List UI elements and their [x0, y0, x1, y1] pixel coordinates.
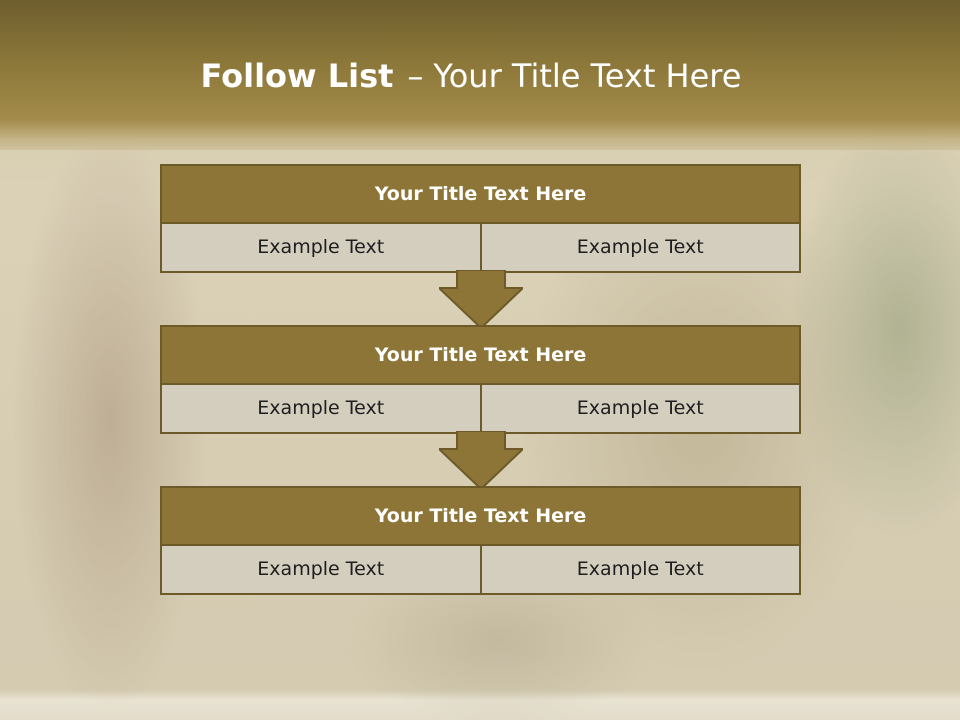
- slide-title-rest: Your Title Text Here: [433, 57, 742, 95]
- step-cells: Example Text Example Text: [162, 546, 799, 593]
- step-cell-left: Example Text: [162, 224, 480, 271]
- step-cell-left: Example Text: [162, 546, 480, 593]
- step-title: Your Title Text Here: [162, 327, 799, 385]
- step-cell-left: Example Text: [162, 385, 480, 432]
- step-box-1: Your Title Text Here Example Text Exampl…: [160, 164, 801, 273]
- slide-title-bold: Follow List: [200, 57, 394, 95]
- step-cells: Example Text Example Text: [162, 385, 799, 432]
- down-arrow-icon: [439, 270, 523, 330]
- step-title: Your Title Text Here: [162, 488, 799, 546]
- step-title: Your Title Text Here: [162, 166, 799, 224]
- down-arrow-icon: [439, 431, 523, 491]
- step-cell-right: Example Text: [479, 546, 799, 593]
- step-cells: Example Text Example Text: [162, 224, 799, 271]
- step-box-3: Your Title Text Here Example Text Exampl…: [160, 486, 801, 595]
- step-cell-right: Example Text: [479, 385, 799, 432]
- title-banner: [0, 0, 960, 150]
- step-box-2: Your Title Text Here Example Text Exampl…: [160, 325, 801, 434]
- slide-title: Follow List–Your Title Text Here: [0, 54, 942, 98]
- slide-title-separator: –: [407, 57, 424, 95]
- step-cell-right: Example Text: [479, 224, 799, 271]
